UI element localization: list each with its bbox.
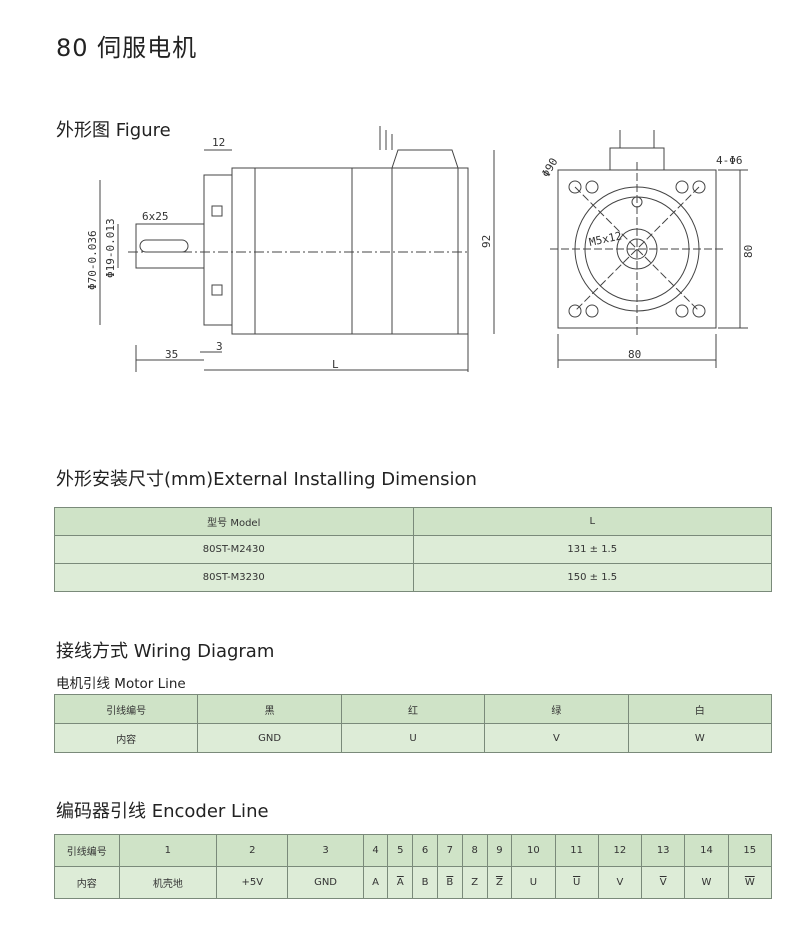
model-cell: 80ST-M2430 (54, 535, 414, 564)
encoder-pin-number: 3 (287, 834, 364, 867)
dim-35: 35 (165, 348, 178, 361)
cell: U (340, 723, 486, 753)
header-l: L (412, 507, 772, 536)
encoder-pin-signal: +5V (216, 866, 289, 899)
dim-3: 3 (216, 340, 223, 353)
page-title: 80 伺服电机 (56, 34, 198, 62)
dim-L: L (332, 358, 339, 371)
table-row: 型号 Model L (54, 507, 772, 536)
encoder-pin-number: 2 (216, 834, 289, 867)
encoder-pin-number: 9 (486, 834, 513, 867)
encoder-heading: 编码器引线 Encoder Line (56, 801, 269, 822)
table-row: 80ST-M2430 131 ± 1.5 (54, 535, 772, 564)
header-model: 型号 Model (54, 507, 414, 536)
encoder-pin-signal: A (387, 866, 414, 899)
motor-line-heading: 电机引线 Motor Line (56, 676, 186, 692)
model-cell: 80ST-M3230 (54, 563, 414, 592)
encoder-pin-number: 7 (436, 834, 463, 867)
dimension-heading: 外形安装尺寸(mm)External Installing Dimension (56, 469, 477, 490)
l-cell: 131 ± 1.5 (412, 535, 772, 564)
cell: 绿 (484, 694, 629, 724)
motor-body (231, 167, 469, 335)
dimension-table: 型号 Model L 80ST-M2430 131 ± 1.5 80ST-M32… (54, 507, 772, 592)
encoder-content-header: 内容 (54, 866, 120, 899)
encoder-pin-signal: A (362, 866, 389, 899)
encoder-pin-signal: 机壳地 (118, 866, 218, 899)
encoder-pin-signal: U (511, 866, 556, 899)
table-row: 80ST-M3230 150 ± 1.5 (54, 563, 772, 592)
cell: W (627, 723, 773, 753)
dim-4-phi6: 4-Φ6 (716, 154, 743, 167)
encoder-pin-signal: V (597, 866, 643, 899)
encoder-pin-signal: V (641, 866, 686, 899)
encoder-pin-number: 8 (461, 834, 488, 867)
dim-phi19: Φ19-0.013 (104, 218, 117, 278)
encoder-pin-signal: Z (486, 866, 513, 899)
figure-heading: 外形图 Figure (56, 120, 171, 141)
encoder-pin-number: 13 (641, 834, 686, 867)
dim-92: 92 (480, 235, 493, 248)
cell: V (484, 723, 629, 753)
encoder-pin-number: 5 (387, 834, 414, 867)
dim-6x25: 6x25 (142, 210, 169, 223)
dim-phi90: Φ90 (539, 156, 560, 180)
encoder-pin-number: 4 (362, 834, 389, 867)
dim-12: 12 (212, 136, 225, 149)
cell: 白 (627, 694, 773, 724)
table-row: 引线编号 黑 红 绿 白 (53, 694, 773, 724)
dim-phi70: Φ70-0.036 (86, 230, 99, 290)
shaft (135, 223, 205, 269)
encoder-pin-signal: Z (461, 866, 488, 899)
dim-m5x12: M5x12 (588, 229, 623, 249)
dim-80-horizontal: 80 (628, 348, 641, 361)
cell: 黑 (197, 694, 342, 724)
encoder-pin-signal: GND (287, 866, 364, 899)
wiring-heading: 接线方式 Wiring Diagram (56, 641, 275, 662)
encoder-number-header: 引线编号 (54, 834, 120, 867)
encoder-pin-number: 10 (511, 834, 556, 867)
l-cell: 150 ± 1.5 (412, 563, 772, 592)
encoder-pin-number: 12 (597, 834, 643, 867)
encoder-pin-signal: B (436, 866, 463, 899)
encoder-pin-number: 11 (554, 834, 599, 867)
cell: 红 (340, 694, 486, 724)
cell: 引线编号 (53, 694, 199, 724)
encoder-pin-number: 6 (412, 834, 438, 867)
keyway (139, 239, 189, 253)
encoder-pin-number: 1 (118, 834, 218, 867)
encoder-pin-number: 15 (727, 834, 773, 867)
table-row: 内容 GND U V W (53, 723, 773, 753)
cell: GND (197, 723, 342, 753)
encoder-pin-signal: B (412, 866, 438, 899)
cell: 内容 (53, 723, 199, 753)
encoder-pin-signal: U (554, 866, 599, 899)
flange (203, 174, 233, 326)
motor-line-table: 引线编号 黑 红 绿 白 内容 GND U V W (53, 694, 773, 753)
encoder-pin-number: 14 (684, 834, 729, 867)
encoder-pin-signal: W (727, 866, 773, 899)
encoder-pin-signal: W (684, 866, 729, 899)
dim-80-vertical: 80 (742, 245, 755, 258)
motor-outline-drawing: 12 6x25 Φ70-0.036 Φ19-0.013 92 35 3 L Φ9… (86, 126, 755, 372)
